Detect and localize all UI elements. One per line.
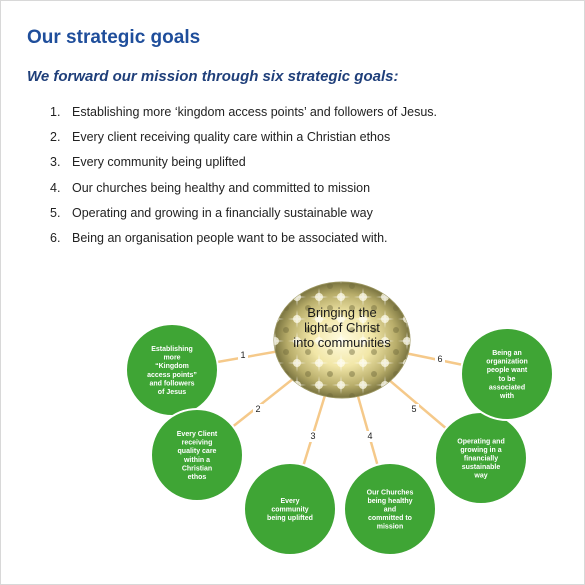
goal-node-circle [243,462,337,556]
connector-label-backdrop [409,404,419,415]
goal-text: Operating and growing in a financially s… [72,205,373,220]
page-subtitle: We forward our mission through six strat… [27,68,399,85]
connector-number-6: 6 [437,354,442,364]
goal-number: 6. [50,230,61,245]
goal-text: Every client receiving quality care with… [72,130,391,145]
goal-item: 1. Establishing more ‘kingdom access poin… [50,104,437,129]
connector-label-backdrop [308,431,318,442]
goal-text: Being an organisation people want to be … [72,230,388,245]
goal-number: 1. [50,105,61,119]
connector-number-5: 5 [411,404,416,414]
page-title: Our strategic goals [27,27,201,48]
connector-label-backdrop [435,354,445,365]
connector-number-3: 3 [310,431,315,441]
goal-number: 3. [50,155,61,170]
connector-label-backdrop [253,404,263,415]
connector-label-backdrop [238,350,248,361]
goal-number: 4. [50,180,61,195]
goal-item: 4. Our churches being healthy and committ… [50,180,437,205]
goal-text: Establishing more ‘kingdom access points… [72,105,437,119]
goal-item: 6. Being an organisation people want to b… [50,230,437,255]
goal-node-circle [343,462,437,556]
connector-label-backdrop [365,431,375,442]
goal-list: 1. Establishing more ‘kingdom access poin… [50,104,437,255]
connector-number-4: 4 [367,431,372,441]
goal-number: 2. [50,130,61,145]
goal-item: 3. Every community being uplifted [50,154,437,179]
goal-text: Our churches being healthy and committed… [72,180,371,195]
goal-number: 5. [50,205,61,220]
goal-text: Every community being uplifted [72,155,246,170]
goal-node-circle [460,327,554,421]
goal-item: 5. Operating and growing in a financially… [50,205,437,230]
center-sparkle-texture [274,282,410,398]
goal-item: 2. Every client receiving quality care wi… [50,129,437,154]
connector-number-2: 2 [255,404,260,414]
goal-node-circle [150,408,244,502]
connector-labels: 1 2 3 4 5 6 [238,350,445,442]
connector-number-1: 1 [240,350,245,360]
